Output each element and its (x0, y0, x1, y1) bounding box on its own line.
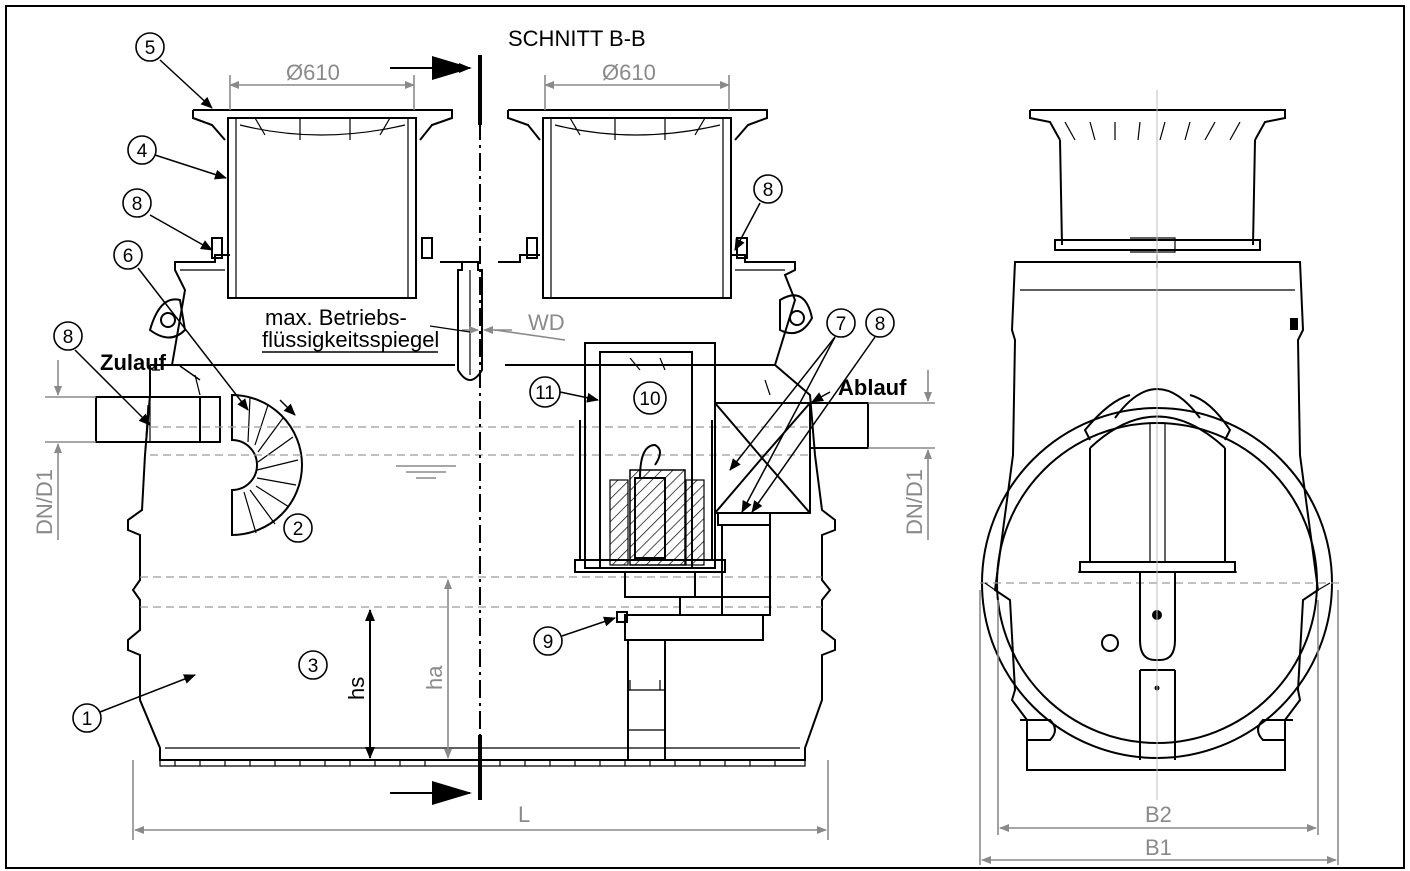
svg-text:9: 9 (543, 632, 554, 653)
svg-text:8: 8 (63, 327, 74, 348)
dim-dn-left: DN/D1 (32, 469, 57, 535)
dim-dn-right: DN/D1 (902, 469, 927, 535)
callout-7: 7 (729, 308, 856, 513)
callout-8-outlet: 8 (751, 308, 895, 513)
callout-4: 4 (127, 135, 227, 180)
tank-body (127, 364, 836, 761)
lifting-lug-right (779, 294, 814, 334)
dim-diameter-left: Ø610 (286, 60, 340, 85)
svg-text:10: 10 (639, 389, 660, 410)
drawing-frame (5, 5, 1405, 869)
separator-insert (574, 342, 764, 760)
callout-9: 9 (533, 616, 616, 656)
section-title: SCHNITT B-B (508, 26, 646, 51)
callout-10: 10 (633, 381, 667, 415)
svg-text:7: 7 (836, 314, 847, 335)
max-level-line1: max. Betriebs- (265, 305, 407, 330)
section-view (45, 55, 935, 840)
dim-b2: B2 (1145, 802, 1172, 827)
max-level-line2: flüssigkeitsspiegel (262, 327, 439, 352)
side-view (979, 90, 1340, 865)
callout-5: 5 (135, 32, 213, 109)
callout-8-inlet: 8 (53, 321, 151, 426)
inlet-pipe (95, 374, 221, 443)
svg-text:3: 3 (308, 656, 319, 677)
callout-11: 11 (529, 376, 599, 408)
svg-text:11: 11 (535, 383, 555, 404)
dim-ha: ha (422, 665, 447, 690)
svg-text:8: 8 (132, 194, 143, 215)
dim-hs: hs (344, 677, 369, 700)
svg-text:5: 5 (145, 38, 156, 59)
dome-left (171, 254, 483, 381)
dim-b1: B1 (1145, 835, 1172, 860)
callout-8-shaft-left: 8 (122, 188, 213, 251)
shaft-right (507, 109, 768, 299)
svg-text:8: 8 (763, 180, 774, 201)
svg-text:6: 6 (123, 246, 134, 267)
dim-length: L (518, 802, 530, 827)
callout-2: 2 (283, 513, 313, 543)
outlet-label: Ablauf (838, 375, 907, 400)
inlet-label: Zulauf (100, 350, 167, 375)
svg-text:8: 8 (875, 314, 886, 335)
lifting-lug-left (148, 298, 187, 339)
svg-text:4: 4 (137, 141, 148, 162)
callout-3: 3 (298, 650, 328, 680)
outlet-assembly (679, 379, 869, 616)
inlet-elbow (231, 393, 303, 537)
svg-text:2: 2 (293, 519, 304, 540)
shaft-left (192, 109, 453, 299)
svg-text:1: 1 (82, 709, 93, 730)
dim-wd: WD (528, 310, 565, 335)
callout-8-shaft-right: 8 (734, 174, 783, 251)
dim-diameter-right: Ø610 (602, 60, 656, 85)
callout-1: 1 (72, 674, 196, 733)
callout-6: 6 (113, 240, 249, 411)
bottom-ribs (174, 760, 776, 766)
